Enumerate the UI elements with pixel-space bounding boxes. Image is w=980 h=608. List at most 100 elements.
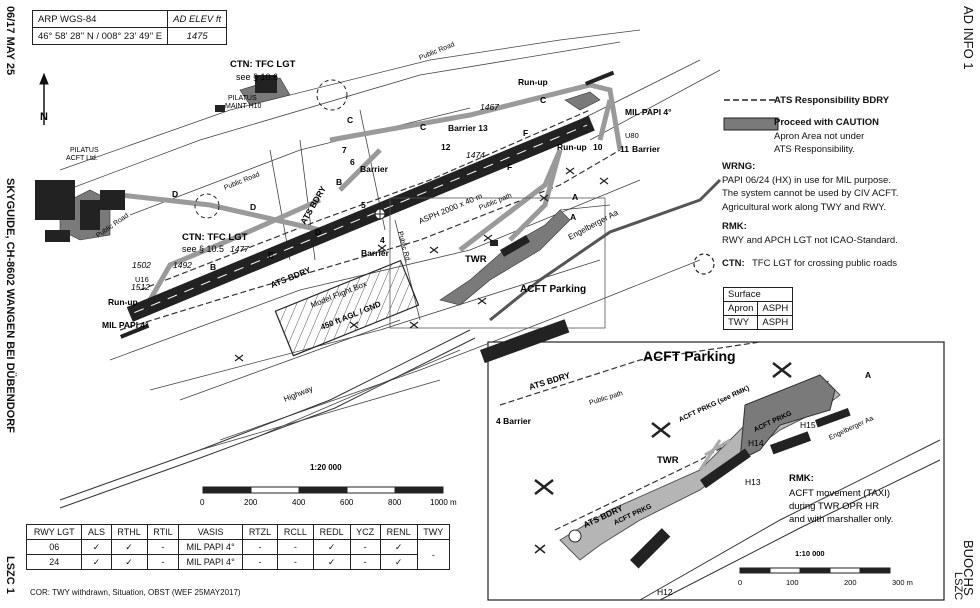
twy-f-2: F (507, 162, 512, 172)
legend-ctn-text: TFC LGT for crossing public roads (752, 258, 898, 269)
col-header: TWY (416, 524, 451, 540)
ats-bdry-label-1: ATS BDRY (298, 184, 328, 226)
barrier-11: Barrier (632, 144, 661, 154)
main-scale-tick: 0 (200, 498, 205, 507)
inset-title: ACFT Parking (643, 348, 736, 364)
table-header-row: RWY LGT ALS RTHL RTIL VASIS RTZL RCLL RE… (25, 524, 451, 540)
surface-cell: TWY (722, 315, 759, 330)
table-cell: - (349, 554, 381, 570)
table-cell: ✓ (81, 539, 112, 555)
mil-papi-left: MIL PAPI 4° (102, 320, 149, 330)
highway (59, 329, 476, 509)
public-rd: Public Rd. (396, 231, 411, 264)
buildings (35, 75, 530, 257)
approach-lights (120, 70, 615, 339)
col-header: RTIL (146, 524, 180, 540)
main-scale-ticks: 0 200 400 600 800 1000 m (200, 498, 457, 507)
table-cell: MIL PAPI 4° (178, 554, 243, 570)
legend-wrng-3: Agricultural work along TWY and RWY. (722, 202, 887, 213)
main-scale-tick: 400 (292, 498, 306, 507)
inset-scale-tick: 100 (786, 578, 799, 587)
num-11: 11 (620, 144, 629, 154)
surface-cell: ASPH (757, 301, 794, 316)
inset-h15: H15 (800, 420, 816, 430)
north-arrow (39, 72, 49, 125)
twy-d-2: D (250, 202, 256, 212)
table-cell: 24 (25, 554, 83, 570)
acft-parking-label: ACFT Parking (520, 284, 586, 295)
table-cell: ✓ (312, 539, 351, 555)
runup-left: Run-up (108, 297, 138, 307)
table-cell: ✓ (379, 554, 418, 570)
arp-coords: 46° 58' 28'' N / 008° 23' 49'' E (31, 27, 169, 45)
main-scale-tick: 1000 m (430, 498, 457, 507)
legend-ats-bdry: ATS Responsibility BDRY (774, 95, 890, 106)
table-cell: MIL PAPI 4° (178, 539, 243, 555)
elev-1512: 1512 (131, 282, 150, 292)
x-marks (234, 167, 609, 362)
inset-rmk-2: during TWR OPR HR (789, 501, 879, 512)
legend-caution-1: Apron Area not under (774, 131, 865, 142)
main-scale-bar (202, 486, 444, 494)
inset-scale-tick: 0 (738, 578, 742, 587)
inset-twr: TWR (657, 455, 679, 466)
inset-rmk-title: RMK: (789, 473, 814, 484)
legend-ctn-symbol (693, 253, 715, 275)
col-header: RTZL (242, 524, 278, 540)
ctn-circle-left (194, 193, 220, 219)
elev-1477: 1477 (230, 244, 249, 254)
inset-barrier: 4 Barrier (496, 416, 532, 426)
inset-scale-tick: 200 (844, 578, 857, 587)
ats-boundary (119, 109, 621, 331)
runway (126, 115, 595, 322)
model-flight-box (274, 259, 420, 357)
legend-rmk-title: RMK: (722, 221, 747, 232)
table-cell: - (349, 539, 381, 555)
col-header: RWY LGT (25, 524, 83, 540)
ctn-left-ref: see § 10.5 (182, 244, 224, 254)
inset-locator (389, 197, 606, 329)
legend-rmk-1: RWY and APCH LGT not ICAO-Standard. (722, 235, 898, 246)
caution-areas (59, 77, 601, 306)
table-cell: - (416, 539, 451, 570)
pilatus-maint2: MAINT H10 (225, 103, 262, 110)
runup-right: Run-up (557, 142, 587, 152)
elev-1467: 1467 (480, 102, 499, 112)
table-cell: ✓ (379, 539, 418, 555)
ctn-circle-top (316, 79, 348, 111)
twy-b-1: B (210, 262, 216, 272)
twy-d-3: D (315, 227, 321, 237)
pilatus-maint: PILATUS (228, 95, 257, 102)
legend-wrng-2: The system cannot be used by CIV ACFT. (722, 188, 899, 199)
barrier-4-label: Barrier (361, 248, 390, 258)
runup-top: Run-up (518, 77, 548, 87)
num-10: 10 (593, 142, 603, 152)
taxiways (119, 82, 623, 302)
road-network (39, 29, 721, 451)
table-cell: - (146, 539, 180, 555)
ats-bdry-label-2: ATS BDRY (269, 265, 312, 290)
elev-value: 1475 (167, 27, 228, 45)
col-header: RENL (379, 524, 418, 540)
surface-cell: ASPH (757, 315, 794, 330)
barrier-4-num: 4 (380, 235, 385, 245)
elev-1474: 1474 (466, 150, 485, 160)
col-header: RCLL (276, 524, 314, 540)
col-header: ALS (81, 524, 112, 540)
ctn-top-ref: see § 10.6 (236, 72, 278, 82)
inset-rmk-1: ACFT movement (TAXI) (789, 488, 890, 499)
table-cell: ✓ (110, 539, 148, 555)
col-header: YCZ (349, 524, 381, 540)
legend-caution-title: Proceed with CAUTION (774, 117, 880, 128)
twr-label: TWR (465, 254, 487, 265)
col-header: RTHL (110, 524, 148, 540)
inset-rmk-3: and with marshaller only. (789, 514, 893, 525)
legend-ctn-title: CTN: (722, 258, 745, 269)
inset-twy-a: A (865, 370, 871, 380)
table-cell: ✓ (312, 554, 351, 570)
table-cell: 06 (25, 539, 83, 555)
table-cell: ✓ (81, 554, 112, 570)
inset-h14: H14 (748, 438, 764, 448)
u16: U16 (135, 275, 149, 284)
